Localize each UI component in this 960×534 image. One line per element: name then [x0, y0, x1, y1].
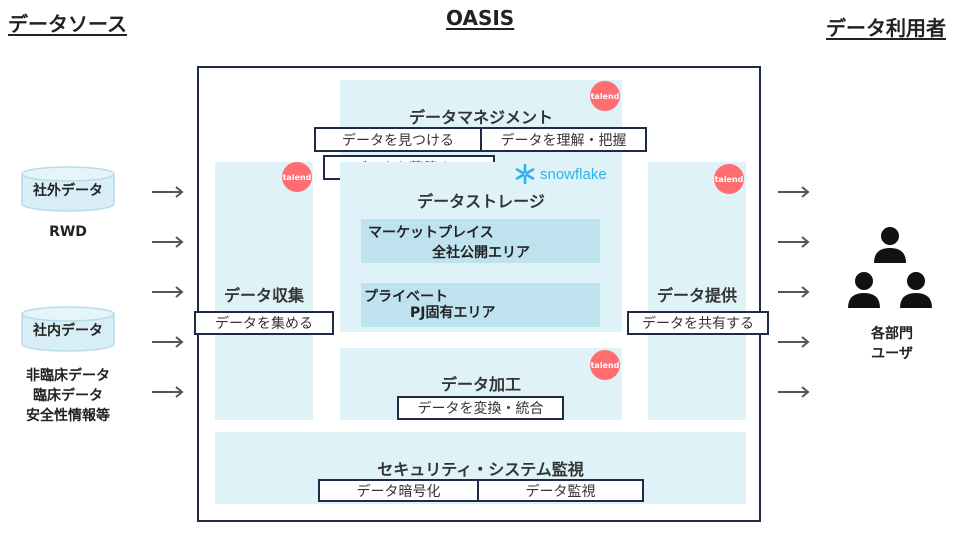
tag-transform-data: データを変換・統合 — [397, 396, 564, 420]
marketplace-box — [361, 219, 600, 263]
security-title: セキュリティ・システム監視 — [377, 460, 584, 479]
snowflake-wordmark: snowflake — [540, 165, 607, 183]
management-title: データマネジメント — [408, 108, 553, 127]
tag-encryption: データ暗号化 — [318, 479, 479, 502]
oasis-header: OASIS — [446, 6, 515, 30]
talend-logo-collection: talend — [282, 162, 312, 192]
users-group-icon — [848, 227, 932, 308]
external-data-note: RWD — [49, 224, 87, 240]
processing-title: データ加工 — [440, 375, 521, 394]
tag-understand-data: データを理解・把握 — [480, 127, 647, 152]
tag-share-data: データを共有する — [627, 311, 769, 335]
internal-data-cylinder: 社内データ — [20, 306, 116, 352]
internal-note-safety: 安全性情報等 — [26, 408, 110, 424]
tag-monitoring: データ監視 — [477, 479, 644, 502]
snowflake-logo: snowflake — [514, 163, 607, 185]
private-title: プライベート — [364, 289, 448, 305]
tag-collect-data: データを集める — [194, 311, 334, 335]
collection-title: データ収集 — [223, 286, 304, 305]
users-label-line1: 各部門 — [871, 326, 913, 342]
private-subtitle: PJ固有エリア — [410, 305, 496, 321]
tag-find-data: データを見つける — [314, 127, 482, 152]
marketplace-subtitle: 全社公開エリア — [432, 245, 530, 261]
marketplace-title: マーケットプレイス — [368, 225, 494, 241]
provision-title: データ提供 — [656, 286, 737, 305]
sources-header: データソース — [8, 12, 127, 36]
provision-pane — [648, 162, 746, 420]
users-header: データ利用者 — [826, 16, 946, 40]
talend-logo-processing: talend — [590, 350, 620, 380]
talend-logo-management: talend — [590, 81, 620, 111]
users-label: 各部門 ユーザ — [850, 324, 934, 364]
snowflake-icon — [515, 163, 535, 185]
internal-data-notes: 非臨床データ 臨床データ 安全性情報等 — [14, 366, 122, 426]
internal-note-clinical: 臨床データ — [33, 388, 103, 404]
talend-logo-provision: talend — [714, 164, 744, 194]
users-label-line2: ユーザ — [871, 346, 913, 362]
external-data-label: 社外データ — [33, 183, 103, 199]
storage-title: データストレージ — [417, 192, 545, 211]
private-box — [361, 283, 600, 327]
external-data-cylinder: 社外データ — [20, 166, 116, 212]
internal-note-nonclinical: 非臨床データ — [26, 368, 110, 384]
inbound-arrows — [152, 186, 184, 398]
outbound-arrows — [778, 186, 810, 398]
internal-data-label: 社内データ — [33, 323, 103, 339]
collection-pane — [215, 162, 313, 420]
